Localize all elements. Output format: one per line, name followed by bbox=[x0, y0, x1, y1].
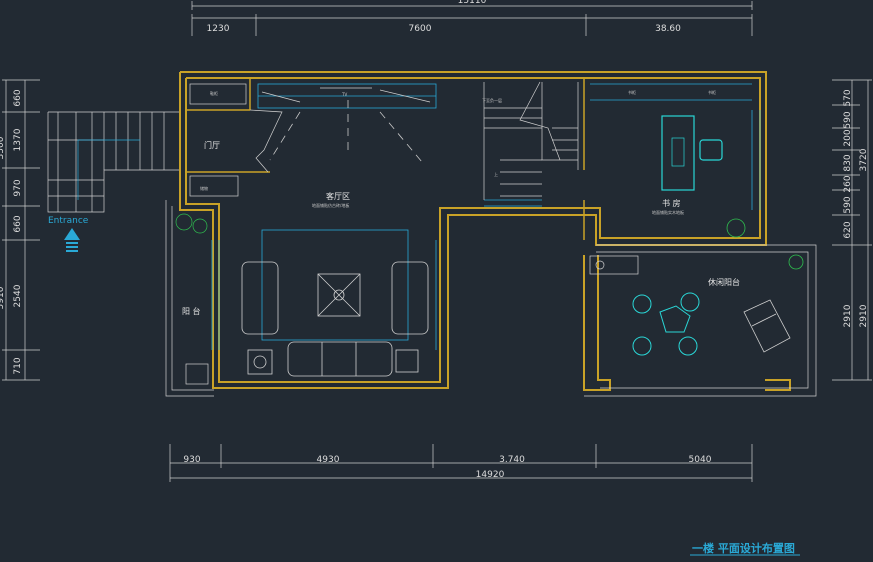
dim-right-6: 590 bbox=[843, 196, 853, 213]
exterior-walls bbox=[179, 71, 791, 391]
balcony-dining-set bbox=[632, 292, 700, 356]
study-label: 书 房 bbox=[662, 198, 681, 208]
left-dimensions bbox=[2, 79, 40, 381]
tv-label: TV bbox=[341, 92, 347, 97]
study-note: 地面铺贴实木地板 bbox=[652, 209, 684, 215]
dim-left-1: 660 bbox=[13, 89, 23, 106]
top-dimensions bbox=[191, 1, 753, 36]
living-room-note: 地面铺贴仿古砖/地板 bbox=[312, 202, 349, 208]
drawing-title: 一楼 平面设计布置图 bbox=[692, 541, 795, 555]
entrance-arrow-icon bbox=[64, 228, 80, 252]
living-sofa-set bbox=[241, 229, 437, 377]
balcony-outline bbox=[584, 244, 817, 397]
interior-walls bbox=[186, 78, 585, 240]
dim-right-10: 2910 bbox=[859, 304, 869, 327]
dim-left-3: 3500 bbox=[0, 136, 6, 159]
dim-bottom-4: 5040 bbox=[689, 455, 712, 465]
study-furniture bbox=[661, 115, 723, 191]
entrance-stairs bbox=[47, 111, 181, 213]
dim-top-2: 7600 bbox=[409, 24, 432, 34]
dim-top-1: 1230 bbox=[207, 24, 230, 34]
dim-top-3: 38.60 bbox=[655, 24, 681, 34]
dim-top-overall: 15110 bbox=[458, 0, 487, 6]
dim-right-7: 620 bbox=[843, 221, 853, 238]
foyer-label: 门厅 bbox=[204, 140, 220, 150]
tv-cabinet bbox=[261, 87, 431, 103]
living-room-label: 客厅区 bbox=[326, 191, 350, 201]
dim-left-4: 970 bbox=[13, 179, 23, 196]
dim-right-9: 2910 bbox=[843, 304, 853, 327]
dim-bottom-3: 3.740 bbox=[499, 455, 525, 465]
balcony-cabinet bbox=[589, 255, 639, 275]
storage-label: 储物 bbox=[200, 185, 208, 191]
stair-down-label: 下至负一层 bbox=[482, 97, 502, 103]
dim-left-5: 660 bbox=[13, 215, 23, 232]
dim-bottom-2: 4930 bbox=[317, 455, 340, 465]
dim-right-4: 830 bbox=[843, 154, 853, 171]
dim-left-8: 710 bbox=[13, 357, 23, 374]
dim-left-7: 5910 bbox=[0, 286, 6, 309]
side-yard-label: 阳 台 bbox=[182, 306, 201, 316]
shoe-cabinet-label: 鞋柜 bbox=[210, 90, 218, 96]
dim-bottom-overall: 14920 bbox=[476, 470, 505, 480]
tv-view-lines bbox=[269, 100, 423, 163]
dim-right-3: 200 bbox=[843, 129, 853, 146]
study-bookcase-a: 书柜 bbox=[628, 89, 636, 95]
side-yard-outline bbox=[165, 200, 214, 397]
dim-left-6: 2540 bbox=[13, 284, 23, 307]
central-stairs bbox=[483, 81, 579, 200]
balcony-lounger bbox=[743, 299, 791, 353]
dim-right-8: 3720 bbox=[859, 148, 869, 171]
dim-right-2: 590 bbox=[843, 111, 853, 128]
entrance-label: Entrance bbox=[48, 216, 89, 226]
right-dimensions bbox=[832, 79, 872, 381]
bottom-dimensions bbox=[169, 444, 753, 482]
top-windows bbox=[211, 83, 761, 350]
side-yard-fixtures bbox=[175, 213, 209, 385]
dim-left-2: 1370 bbox=[13, 128, 23, 151]
dim-right-1: 570 bbox=[843, 89, 853, 106]
plant-icon bbox=[726, 218, 804, 270]
study-bookcase-b: 书柜 bbox=[708, 89, 716, 95]
stair-up-label: 上 bbox=[494, 171, 498, 177]
balcony-label: 休闲阳台 bbox=[708, 277, 740, 287]
dim-right-5: 260 bbox=[843, 175, 853, 192]
dim-bottom-1: 930 bbox=[183, 455, 200, 465]
foyer-cabinets bbox=[189, 83, 283, 197]
